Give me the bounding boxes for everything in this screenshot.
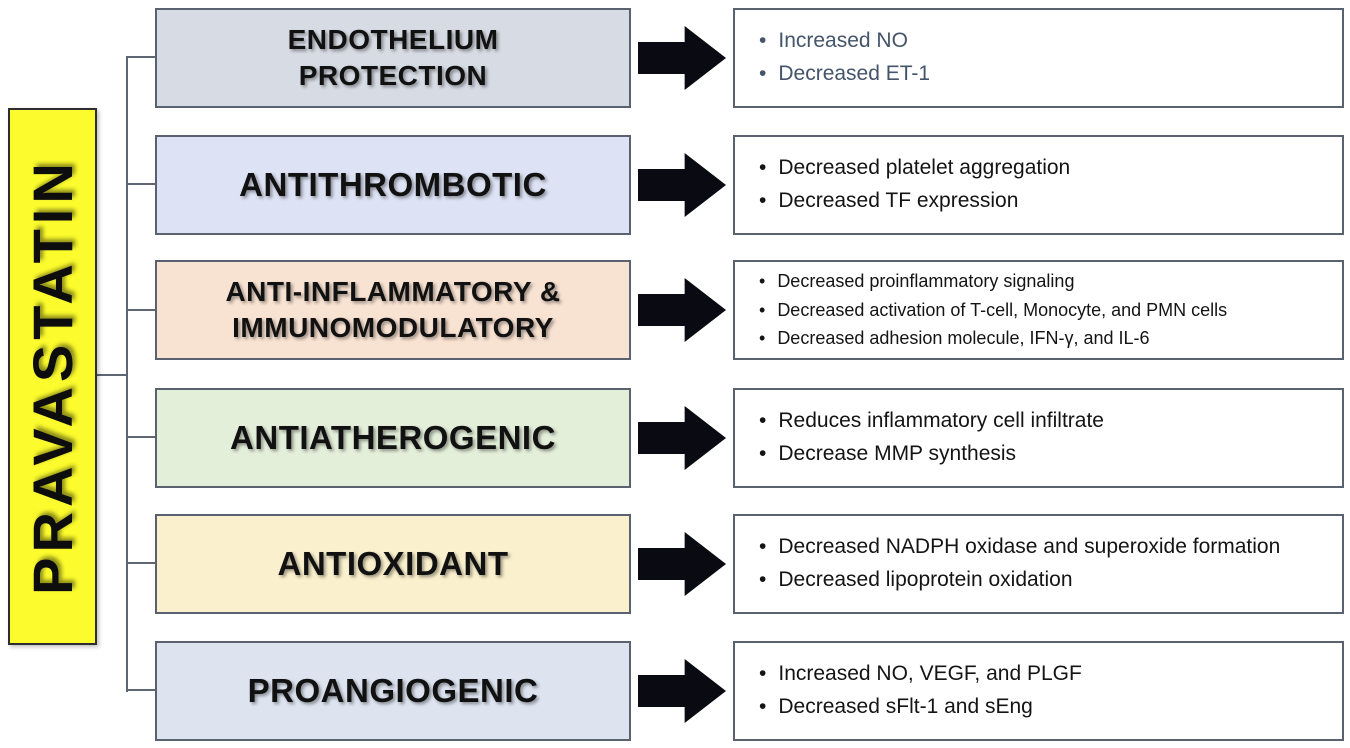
bullet-item: Decrease MMP synthesis xyxy=(759,438,1104,471)
bullet-item: Increased NO, VEGF, and PLGF xyxy=(759,658,1081,691)
bullet-item: Reduces inflammatory cell infiltrate xyxy=(759,405,1104,438)
connector-branch-line xyxy=(128,436,155,438)
connector-branch-line xyxy=(128,562,155,564)
connector-branch-line xyxy=(128,689,155,691)
connector-drug-line xyxy=(97,374,126,376)
category-label: PROANGIOGENIC xyxy=(247,671,539,709)
bullet-item: Increased NO xyxy=(759,25,930,58)
category-box-anti-inflammatory-immunomodulatory: ANTI-INFLAMMATORY & IMMUNOMODULATORY xyxy=(155,260,631,360)
category-label: ANTIOXIDANT xyxy=(277,544,509,582)
bullet-item: Decreased platelet aggregation xyxy=(759,152,1070,185)
category-box-proangiogenic: PROANGIOGENIC xyxy=(155,641,631,741)
category-label: ANTITHROMBOTIC xyxy=(239,165,547,203)
category-box-antiatherogenic: ANTIATHEROGENIC xyxy=(155,388,631,488)
connector-branch-line xyxy=(128,183,155,185)
effects-box-antiatherogenic: Reduces inflammatory cell infiltrate Dec… xyxy=(733,388,1344,488)
pravastatin-box: PRAVASTATIN xyxy=(8,108,97,645)
right-arrow-icon xyxy=(638,153,726,217)
bullet-item: Decreased proinflammatory signaling xyxy=(759,267,1227,296)
bullet-item: Decreased ET-1 xyxy=(759,58,930,91)
category-box-antioxidant: ANTIOXIDANT xyxy=(155,514,631,614)
category-label: ENDOTHELIUM PROTECTION xyxy=(287,23,499,91)
effects-box-antioxidant: Decreased NADPH oxidase and superoxide f… xyxy=(733,514,1344,614)
category-label: ANTIATHEROGENIC xyxy=(230,418,556,456)
right-arrow-icon xyxy=(638,532,726,596)
bullet-item: Decreased sFlt-1 and sEng xyxy=(759,691,1082,724)
connector-branch-line xyxy=(128,56,155,58)
connector-branch-line xyxy=(128,309,155,311)
right-arrow-icon xyxy=(638,406,726,470)
effects-box-anti-inflammatory-immunomodulatory: Decreased proinflammatory signaling Decr… xyxy=(733,260,1344,360)
pravastatin-label: PRAVASTATIN xyxy=(21,158,84,595)
bullet-item: Decreased lipoprotein oxidation xyxy=(759,564,1280,597)
effects-box-endothelium-protection: Increased NO Decreased ET-1 xyxy=(733,8,1344,108)
effects-box-proangiogenic: Increased NO, VEGF, and PLGF Decreased s… xyxy=(733,641,1344,741)
connector-trunk-line xyxy=(126,56,128,692)
bullet-item: Decreased TF expression xyxy=(759,185,1070,218)
bullet-item: Decreased adhesion molecule, IFN-γ, and … xyxy=(759,324,1227,353)
right-arrow-icon xyxy=(638,26,726,90)
category-label: ANTI-INFLAMMATORY & IMMUNOMODULATORY xyxy=(225,275,561,343)
bullet-item: Decreased activation of T-cell, Monocyte… xyxy=(759,296,1227,325)
effects-box-antithrombotic: Decreased platelet aggregation Decreased… xyxy=(733,135,1344,235)
bullet-item: Decreased NADPH oxidase and superoxide f… xyxy=(759,531,1280,564)
category-box-endothelium-protection: ENDOTHELIUM PROTECTION xyxy=(155,8,631,108)
right-arrow-icon xyxy=(638,659,726,723)
right-arrow-icon xyxy=(638,278,726,342)
category-box-antithrombotic: ANTITHROMBOTIC xyxy=(155,135,631,235)
